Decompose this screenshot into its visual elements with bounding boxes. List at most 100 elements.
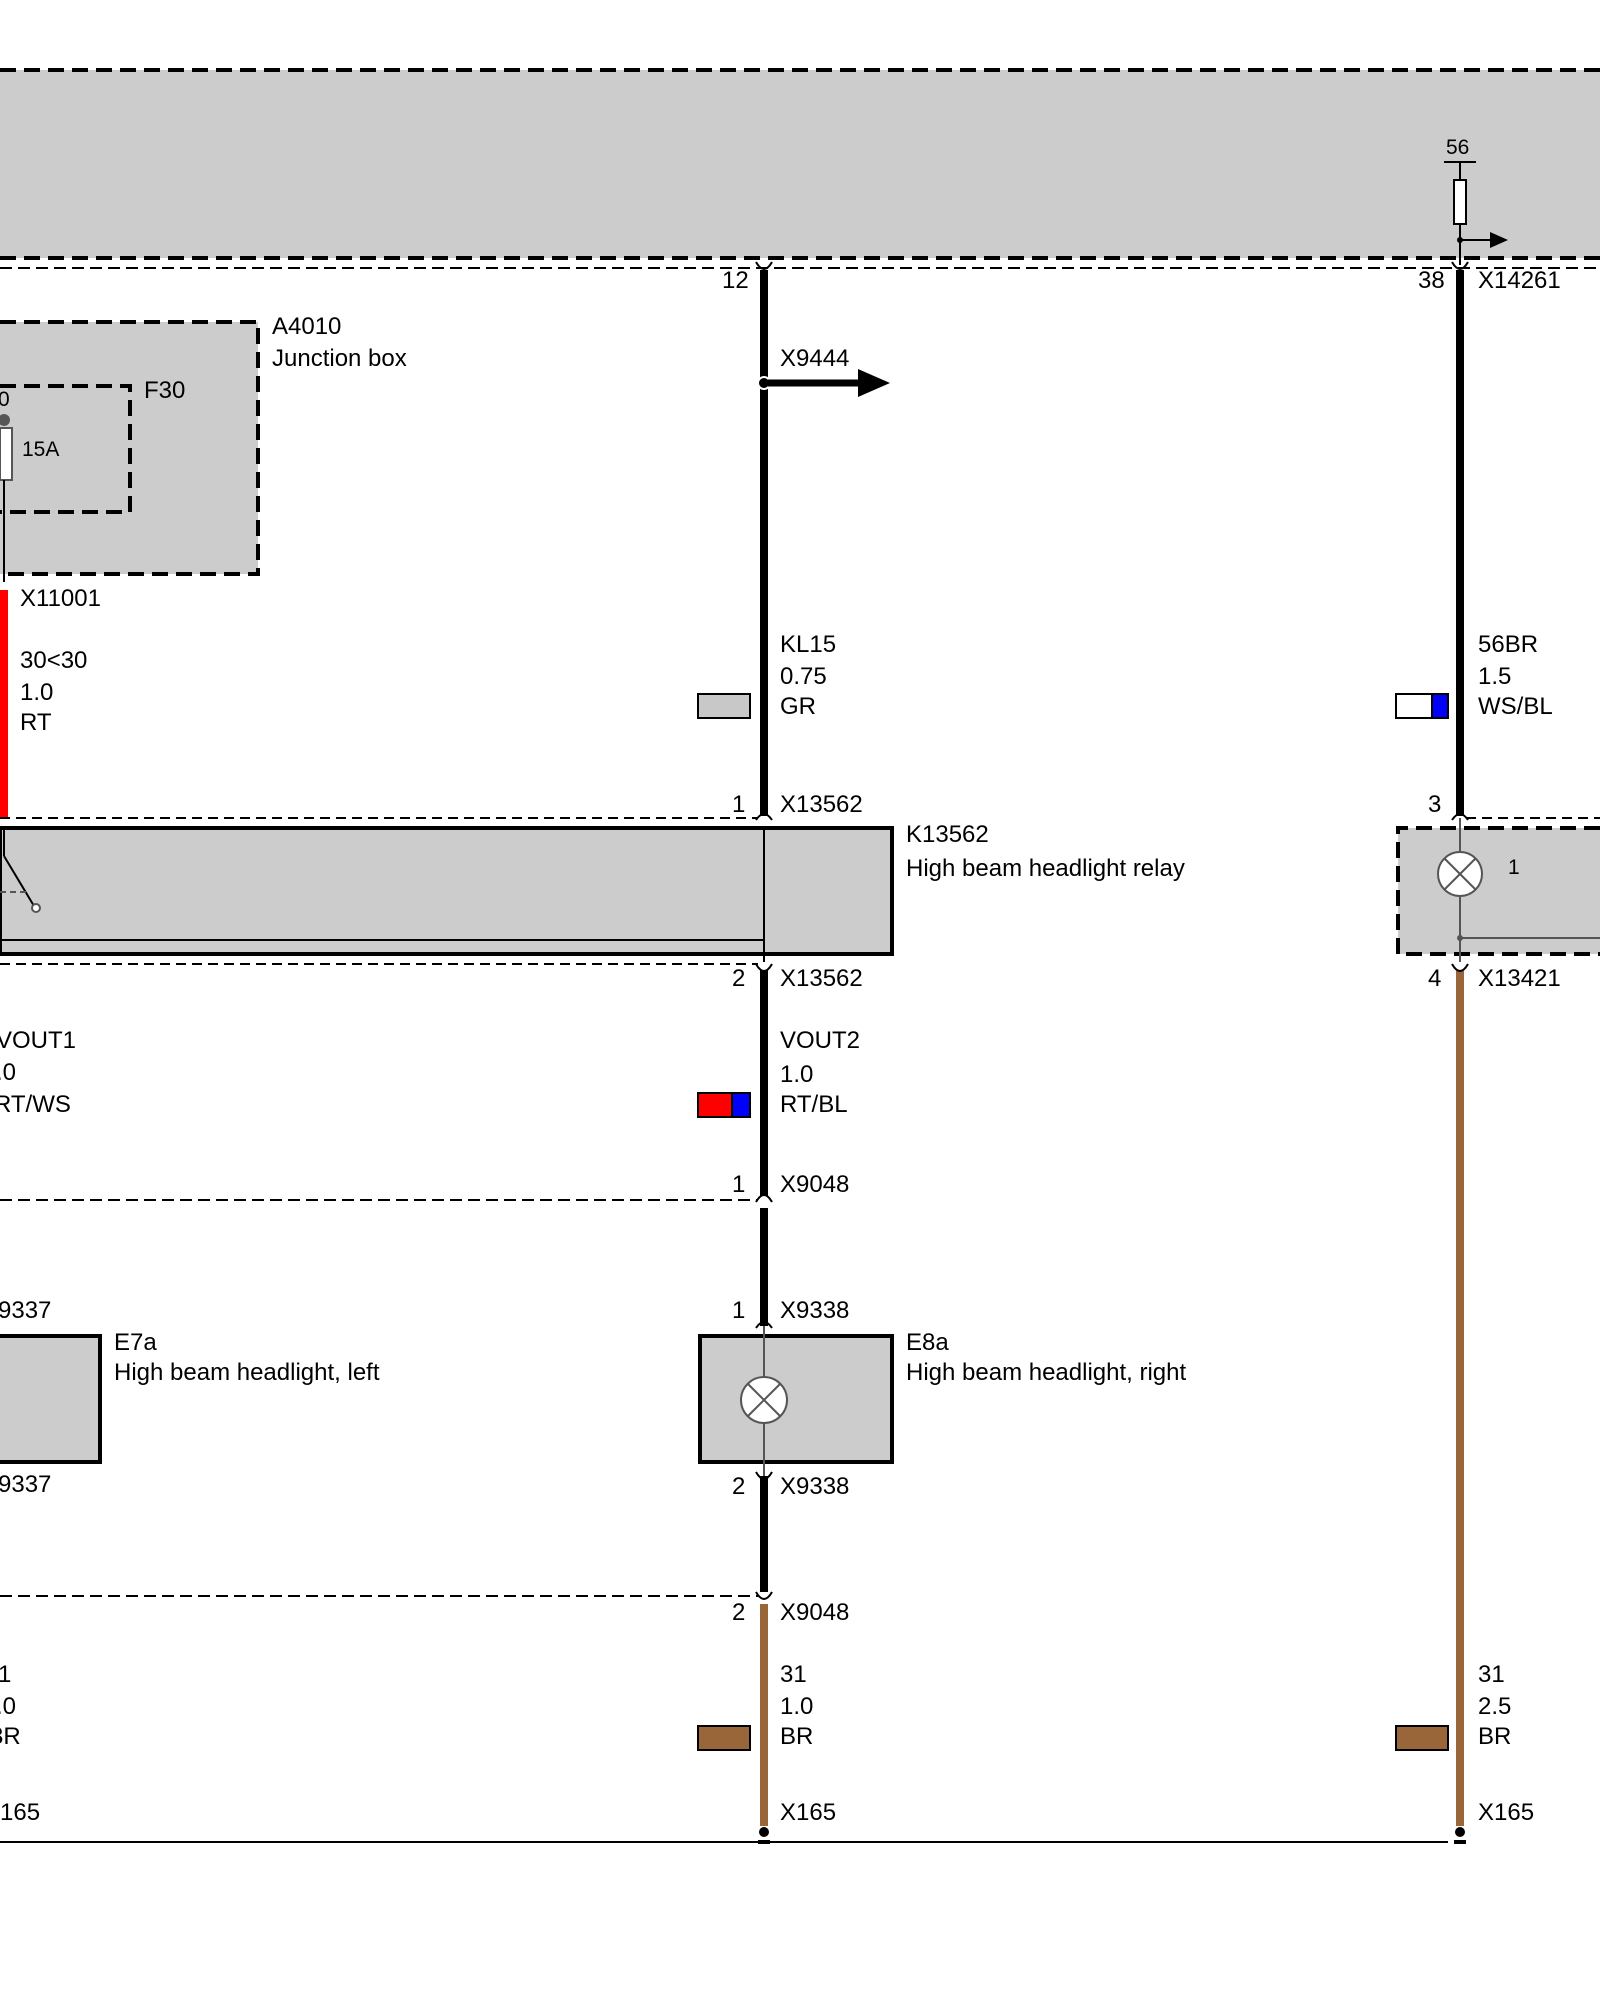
fuse-node [0,414,10,426]
wire-vout1-color: RT/WS [0,1091,71,1118]
wire-ground-right-signal: 31 [1478,1661,1505,1688]
right-pin3-cup [1451,813,1469,821]
resistor-icon [1453,179,1467,225]
wire-ground-right-size: 2.5 [1478,1693,1511,1720]
relay-switch-contact [31,903,41,913]
headlight-cross-b [747,1383,781,1417]
junction-box-id: A4010 [272,313,341,340]
ground-node-mid [759,1827,769,1837]
swatch-white-blue [1395,693,1449,719]
wire-kl15-color: GR [780,693,816,720]
wire-ground-mid-color: BR [780,1723,813,1750]
x9338-pin-out: 2 [732,1473,745,1500]
x9048-pin2-cup [755,1591,773,1600]
relay-body [0,826,894,956]
headlight-left[interactable]: E7a High beam headlight, left (9337 (933… [0,1297,380,1498]
connector-x165-left-label: (165 [0,1799,40,1826]
headlight-left-body [0,1334,102,1464]
fuse-id-label: F30 [144,377,185,404]
relay-pin2-cup [755,963,773,972]
headlight-left-name: High beam headlight, left [114,1359,380,1386]
junction-box[interactable]: 0 15A F30 A4010 Junction box X11001 [0,313,407,612]
high-beam-relay[interactable]: K13562 High beam headlight relay [0,817,1185,965]
wire-56br-size: 1.5 [1478,663,1511,690]
wire-kl15-signal: KL15 [780,631,836,658]
wire-56br-signal: 56BR [1478,631,1538,658]
x9048-pin1-cup [755,1194,773,1203]
x9048-pin-out: 2 [732,1599,745,1626]
wire-ground-mid-signal: 31 [780,1661,807,1688]
connector-x9337-top-label: (9337 [0,1297,51,1324]
wire-vout1-size: .0 [0,1059,16,1086]
wire-red-signal: 30<30 [20,647,87,674]
pin-12-label: 12 [722,267,749,294]
ground-bus-x165[interactable]: (165 X165 X165 [0,1799,1534,1844]
wire-vout2-color: RT/BL [780,1091,848,1118]
relay-pin-out: 2 [732,965,745,992]
headlight-right-body [698,1334,894,1464]
wire-56br-color: WS/BL [1478,693,1553,720]
pin-38-cup [1451,261,1469,270]
wire-kl15-size: 0.75 [780,663,827,690]
right-pin-in: 3 [1428,791,1441,818]
wire-ground-right-color: BR [1478,1723,1511,1750]
junction-box-name: Junction box [272,345,407,372]
fuse-icon [0,427,13,481]
pin-12-cup [755,261,773,270]
headlight-right-name: High beam headlight, right [906,1359,1187,1386]
relay-id: K13562 [906,821,989,848]
relay-name: High beam headlight relay [906,855,1185,882]
connector-x9444-label: X9444 [780,345,849,372]
fuse-f30-border [0,384,132,514]
relay-pin1-cup [755,813,773,821]
wire-ground-left-signal: 1 [0,1661,11,1688]
right-module-body [1398,828,1600,954]
top-control-module[interactable]: 56 [0,68,1600,269]
relay-switch-blade [3,855,35,907]
wire-vout2-size: 1.0 [780,1061,813,1088]
connector-x14261-label: X14261 [1478,267,1561,294]
right-pin4-cup [1451,963,1469,972]
right-module-border [1396,826,1600,956]
fuse-pin-label: 0 [0,388,10,411]
swatch-red-blue [697,1092,751,1118]
connector-x9048-top-label: X9048 [780,1171,849,1198]
connector-x13421-label: X13421 [1478,965,1561,992]
lamp-node [1457,935,1463,941]
connector-x13562-bottom-label: X13562 [780,965,863,992]
right-module-inner-pin: 1 [1508,856,1520,879]
relay-pin-in: 1 [732,791,745,818]
connector-x165-right-label: X165 [1478,1799,1534,1826]
x9338-pin1-cup [755,1321,773,1329]
x9048-pin-in: 1 [732,1171,745,1198]
wire-vout1-signal: VOUT1 [0,1027,76,1054]
wire-vout2-signal: VOUT2 [780,1027,860,1054]
ground-node-right [1455,1827,1465,1837]
x9338-pin-in: 1 [732,1297,745,1324]
lamp-cross-b [1443,857,1477,891]
pin-56-label: 56 [1446,136,1469,159]
connector-x9338-bottom-label: X9338 [780,1473,849,1500]
swatch-brown-right [1395,1725,1449,1751]
swatch-brown-mid [697,1725,751,1751]
output-arrow-icon [1490,232,1508,248]
pin-38-label: 38 [1418,267,1445,294]
headlight-right-id: E8a [906,1329,949,1356]
wire-ground-left-color: 3R [0,1723,21,1750]
wire-ground-left-size: .0 [0,1693,16,1720]
wire-red-size: 1.0 [20,679,53,706]
connector-x165-mid-label: X165 [780,1799,836,1826]
connector-x13562-top-label: X13562 [780,791,863,818]
headlight-right[interactable]: E8a High beam headlight, right [698,1326,1187,1476]
headlight-left-id: E7a [114,1329,157,1356]
right-lamp-module[interactable]: 1 [1396,817,1600,962]
connector-x11001-label: X11001 [20,585,101,612]
right-pin-out: 4 [1428,965,1441,992]
x9338-pin2-cup [755,1471,773,1480]
fuse-rating-label: 15A [22,438,59,461]
junction-box-border [0,320,260,576]
swatch-grey [697,693,751,719]
splice-x9444[interactable]: X9444 [757,345,890,397]
connector-x9048-bottom-label: X9048 [780,1599,849,1626]
